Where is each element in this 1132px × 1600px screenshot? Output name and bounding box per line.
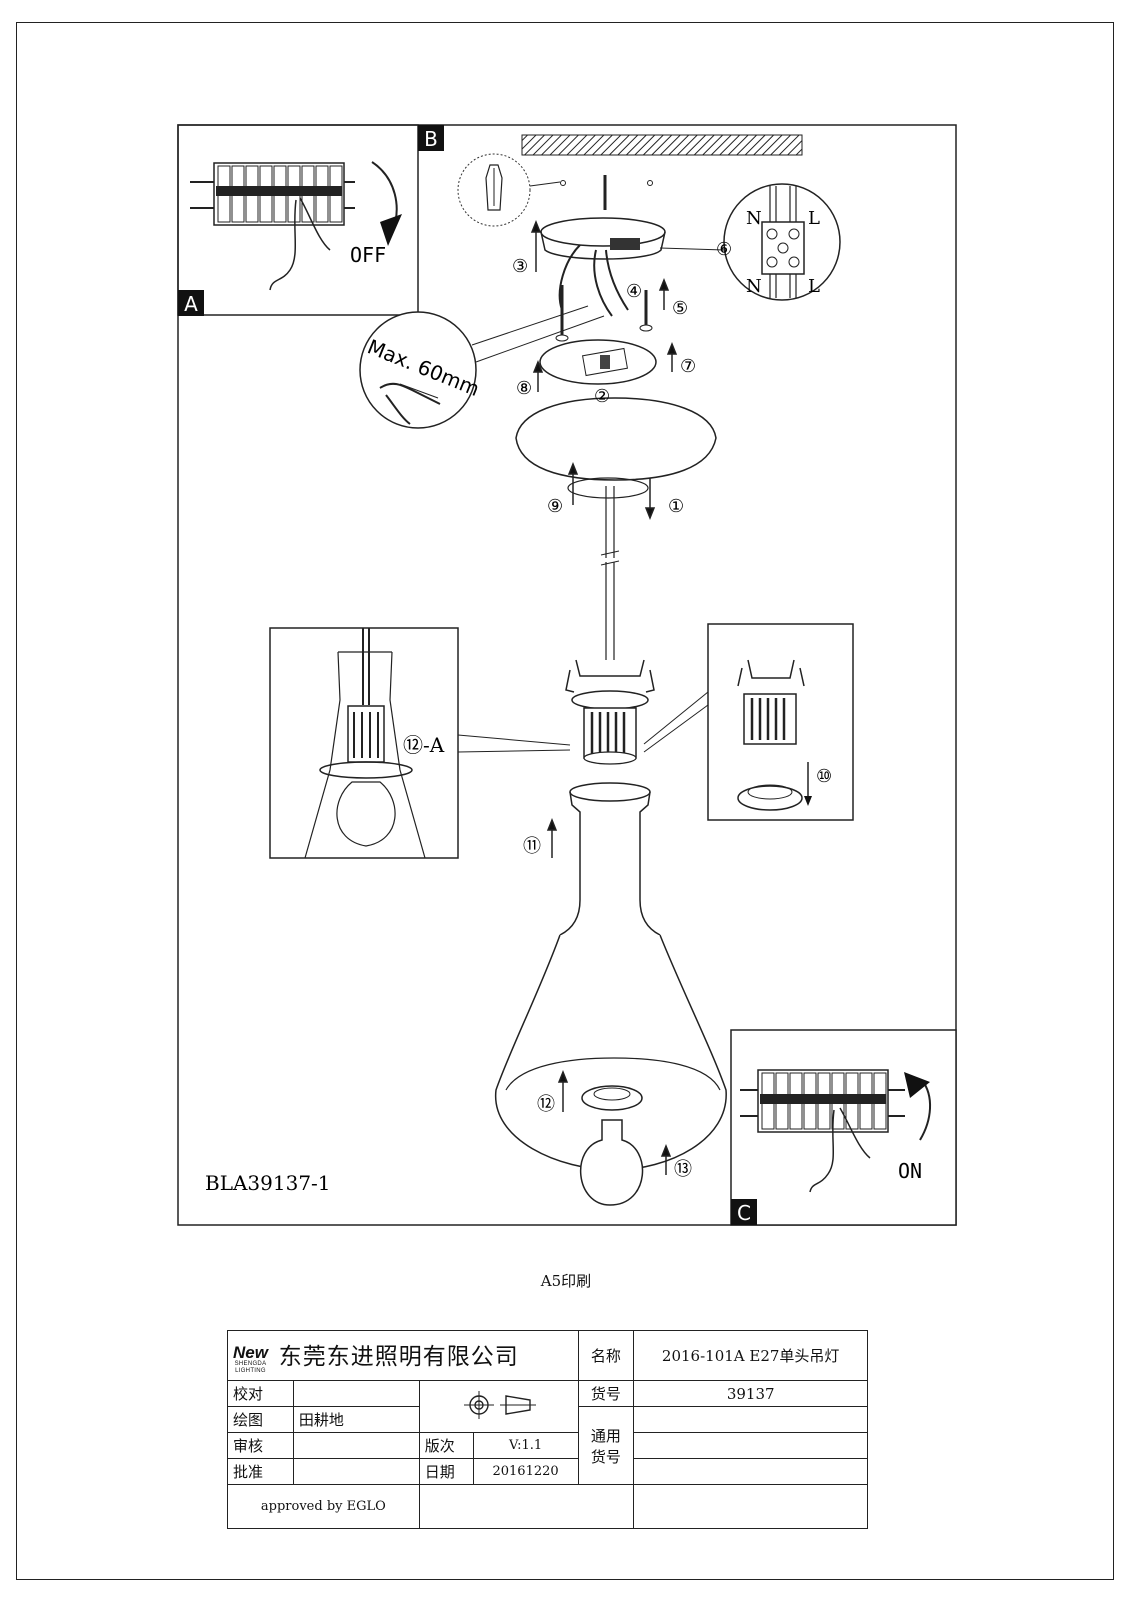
print-note: A5印刷 [540, 1272, 592, 1290]
drawing-label: 绘图 [227, 1406, 294, 1433]
general-item-label: 通用货号 [577, 1406, 635, 1485]
step-7: ⑦ [680, 356, 696, 377]
approve-value [292, 1458, 420, 1485]
canopy [515, 397, 717, 499]
screw-left [555, 285, 569, 342]
step-13: ⑬ [674, 1159, 692, 1180]
model-code: BLA39137-1 [205, 1171, 331, 1195]
version-value: V:1.1 [472, 1432, 579, 1459]
date-label: 日期 [418, 1458, 474, 1485]
version-label: 版次 [418, 1432, 474, 1459]
strip-length-detail: Max. 60mm [359, 305, 605, 429]
drawing-border [177, 124, 957, 1226]
rotate-on-arrow-icon [904, 1072, 932, 1141]
item-no-value: 39137 [633, 1380, 868, 1407]
page-frame [16, 22, 1114, 1580]
panel-switch-on: C ON [730, 1029, 957, 1226]
step-8: ⑧ [516, 378, 532, 399]
direction-arrows [530, 219, 678, 1175]
review-value [292, 1432, 420, 1459]
step-11: ⑪ [523, 836, 541, 857]
breaker-panel-off-icon [190, 162, 355, 291]
ceiling-hatch [521, 134, 803, 156]
footer-blank-2 [633, 1484, 868, 1529]
label-12a: ⑫-A [403, 733, 445, 757]
mounting-bracket [540, 217, 666, 317]
approve-label: 批准 [227, 1458, 294, 1485]
panel-switch-off: B A OFF [177, 124, 444, 316]
step-6: ⑥ [716, 239, 732, 260]
lamp-socket [565, 659, 655, 765]
terminal-block-detail: N L N L [659, 183, 841, 301]
on-label: ON [898, 1159, 922, 1183]
name-label: 名称 [577, 1330, 635, 1381]
suspension-cable [600, 486, 620, 660]
drawing-value: 田耕地 [292, 1406, 420, 1433]
general-item-value-2 [633, 1432, 868, 1459]
step-12: ⑫ [537, 1094, 555, 1115]
proofread-label: 校对 [227, 1380, 294, 1407]
general-item-value-1 [633, 1406, 868, 1433]
panel-b-label: B [424, 127, 438, 151]
panel-c-tag [731, 1199, 757, 1225]
detail-10 [643, 623, 854, 821]
projection-symbol-icon [463, 1390, 536, 1419]
step-1: ① [668, 496, 684, 517]
general-item-value-3 [633, 1458, 868, 1485]
wall-plug-detail [457, 153, 561, 227]
step-5: ⑤ [672, 298, 688, 319]
name-value: 2016-101A E27单头吊灯 [633, 1330, 868, 1381]
rotate-off-arrow-icon [371, 161, 402, 246]
panel-a-label: A [184, 292, 198, 316]
step-3: ③ [512, 256, 528, 277]
approved-by: approved by EGLO [227, 1484, 420, 1529]
detail-12a: ⑫-A [269, 627, 571, 859]
panel-a-tag [178, 290, 204, 316]
company-cell: New SHENGDA LIGHTING 东莞东进照明有限公司 [227, 1330, 579, 1381]
panel-b-tag [418, 125, 444, 151]
terminal-l-bottom: L [808, 276, 820, 297]
step-2: ② [594, 386, 610, 407]
breaker-panel-on-icon [740, 1069, 905, 1193]
step-4: ④ [626, 281, 642, 302]
step-9: ⑨ [547, 496, 563, 517]
screw-right [639, 290, 653, 332]
terminal-n-top: N [746, 208, 762, 229]
off-label: OFF [350, 243, 386, 267]
item-no-label: 货号 [577, 1380, 635, 1407]
step-10: ⑩ [816, 766, 832, 787]
date-value: 20161220 [472, 1458, 579, 1485]
panel-c-label: C [737, 1201, 751, 1225]
lamp-shade [495, 782, 727, 1206]
terminal-n-bottom: N [746, 276, 762, 297]
title-block: New SHENGDA LIGHTING 东莞东进照明有限公司 名称 2016-… [227, 1330, 868, 1529]
canopy-plate [539, 339, 657, 385]
company-name: 东莞东进照明有限公司 [278, 1343, 519, 1370]
company-logo: New SHENGDA LIGHTING [233, 1342, 268, 1374]
projection-symbol-cell [418, 1380, 579, 1433]
step-numbers: ① ② ③ ④ ⑤ ⑥ ⑦ ⑧ ⑨ ⑩ ⑪ ⑫ ⑬ [512, 239, 832, 1180]
footer-blank-1 [418, 1484, 635, 1529]
review-label: 审核 [227, 1432, 294, 1459]
proofread-value [292, 1380, 420, 1407]
terminal-l-top: L [808, 208, 820, 229]
